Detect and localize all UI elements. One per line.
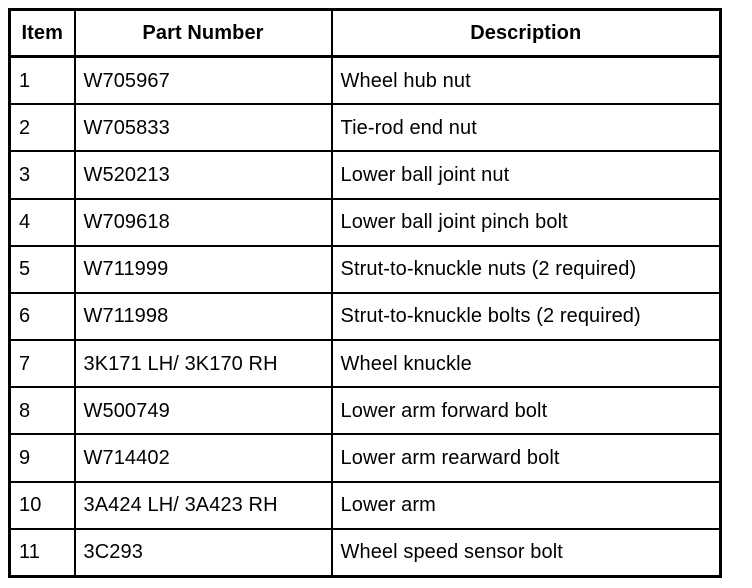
cell-part-number: 3A424 LH/ 3A423 RH xyxy=(74,481,333,530)
table-row: 5 W711999 Strut-to-knuckle nuts (2 requi… xyxy=(9,245,721,294)
cell-item: 7 xyxy=(9,340,76,389)
cell-item: 2 xyxy=(9,104,76,153)
column-header-part-number: Part Number xyxy=(74,9,333,58)
cell-item: 1 xyxy=(9,56,76,106)
table-header-row: Item Part Number Description xyxy=(9,9,721,58)
cell-description: Lower arm forward bolt xyxy=(331,387,721,436)
cell-description: Wheel hub nut xyxy=(331,56,721,106)
cell-description: Wheel knuckle xyxy=(331,340,721,389)
cell-description: Lower ball joint nut xyxy=(331,151,721,200)
cell-item: 9 xyxy=(9,434,76,483)
cell-part-number: W705967 xyxy=(74,56,333,106)
table-row: 2 W705833 Tie-rod end nut xyxy=(9,104,721,153)
cell-part-number: W520213 xyxy=(74,151,333,200)
column-header-item: Item xyxy=(9,9,76,58)
cell-item: 8 xyxy=(9,387,76,436)
table-row: 8 W500749 Lower arm forward bolt xyxy=(9,387,721,436)
table-row: 3 W520213 Lower ball joint nut xyxy=(9,151,721,200)
cell-description: Lower arm rearward bolt xyxy=(331,434,721,483)
table-row: 1 W705967 Wheel hub nut xyxy=(9,56,721,106)
cell-part-number: 3K171 LH/ 3K170 RH xyxy=(74,340,333,389)
cell-part-number: W709618 xyxy=(74,198,333,247)
cell-part-number: W714402 xyxy=(74,434,333,483)
table-row: 9 W714402 Lower arm rearward bolt xyxy=(9,434,721,483)
cell-part-number: W711998 xyxy=(74,292,333,342)
cell-part-number: W711999 xyxy=(74,245,333,294)
cell-part-number: W705833 xyxy=(74,104,333,153)
table-row: 11 3C293 Wheel speed sensor bolt xyxy=(9,528,721,577)
cell-description: Lower ball joint pinch bolt xyxy=(331,198,721,247)
parts-list-table: Item Part Number Description 1 W705967 W… xyxy=(8,8,722,578)
cell-part-number: 3C293 xyxy=(74,528,333,577)
table-body: 1 W705967 Wheel hub nut 2 W705833 Tie-ro… xyxy=(9,56,721,577)
cell-item: 10 xyxy=(9,481,76,530)
cell-item: 4 xyxy=(9,198,76,247)
table-row: 10 3A424 LH/ 3A423 RH Lower arm xyxy=(9,481,721,530)
cell-item: 6 xyxy=(9,292,76,342)
cell-description: Wheel speed sensor bolt xyxy=(340,541,563,564)
cell-item: 5 xyxy=(9,245,76,294)
cell-description: Tie-rod end nut xyxy=(331,104,721,153)
table-header: Item Part Number Description xyxy=(9,9,721,58)
cell-item: 11 xyxy=(9,528,76,577)
table-row: 4 W709618 Lower ball joint pinch bolt xyxy=(9,198,721,247)
cell-part-number: W500749 xyxy=(74,387,333,436)
column-header-description: Description xyxy=(331,9,721,58)
cell-description: Lower arm xyxy=(331,481,721,530)
cell-item: 3 xyxy=(9,151,76,200)
table-row: 6 W711998 Strut-to-knuckle bolts (2 requ… xyxy=(9,292,721,342)
cell-description: Strut-to-knuckle nuts (2 required) xyxy=(331,245,721,294)
cell-description: Strut-to-knuckle bolts (2 required) xyxy=(331,292,721,342)
table-row: 7 3K171 LH/ 3K170 RH Wheel knuckle xyxy=(9,340,721,389)
